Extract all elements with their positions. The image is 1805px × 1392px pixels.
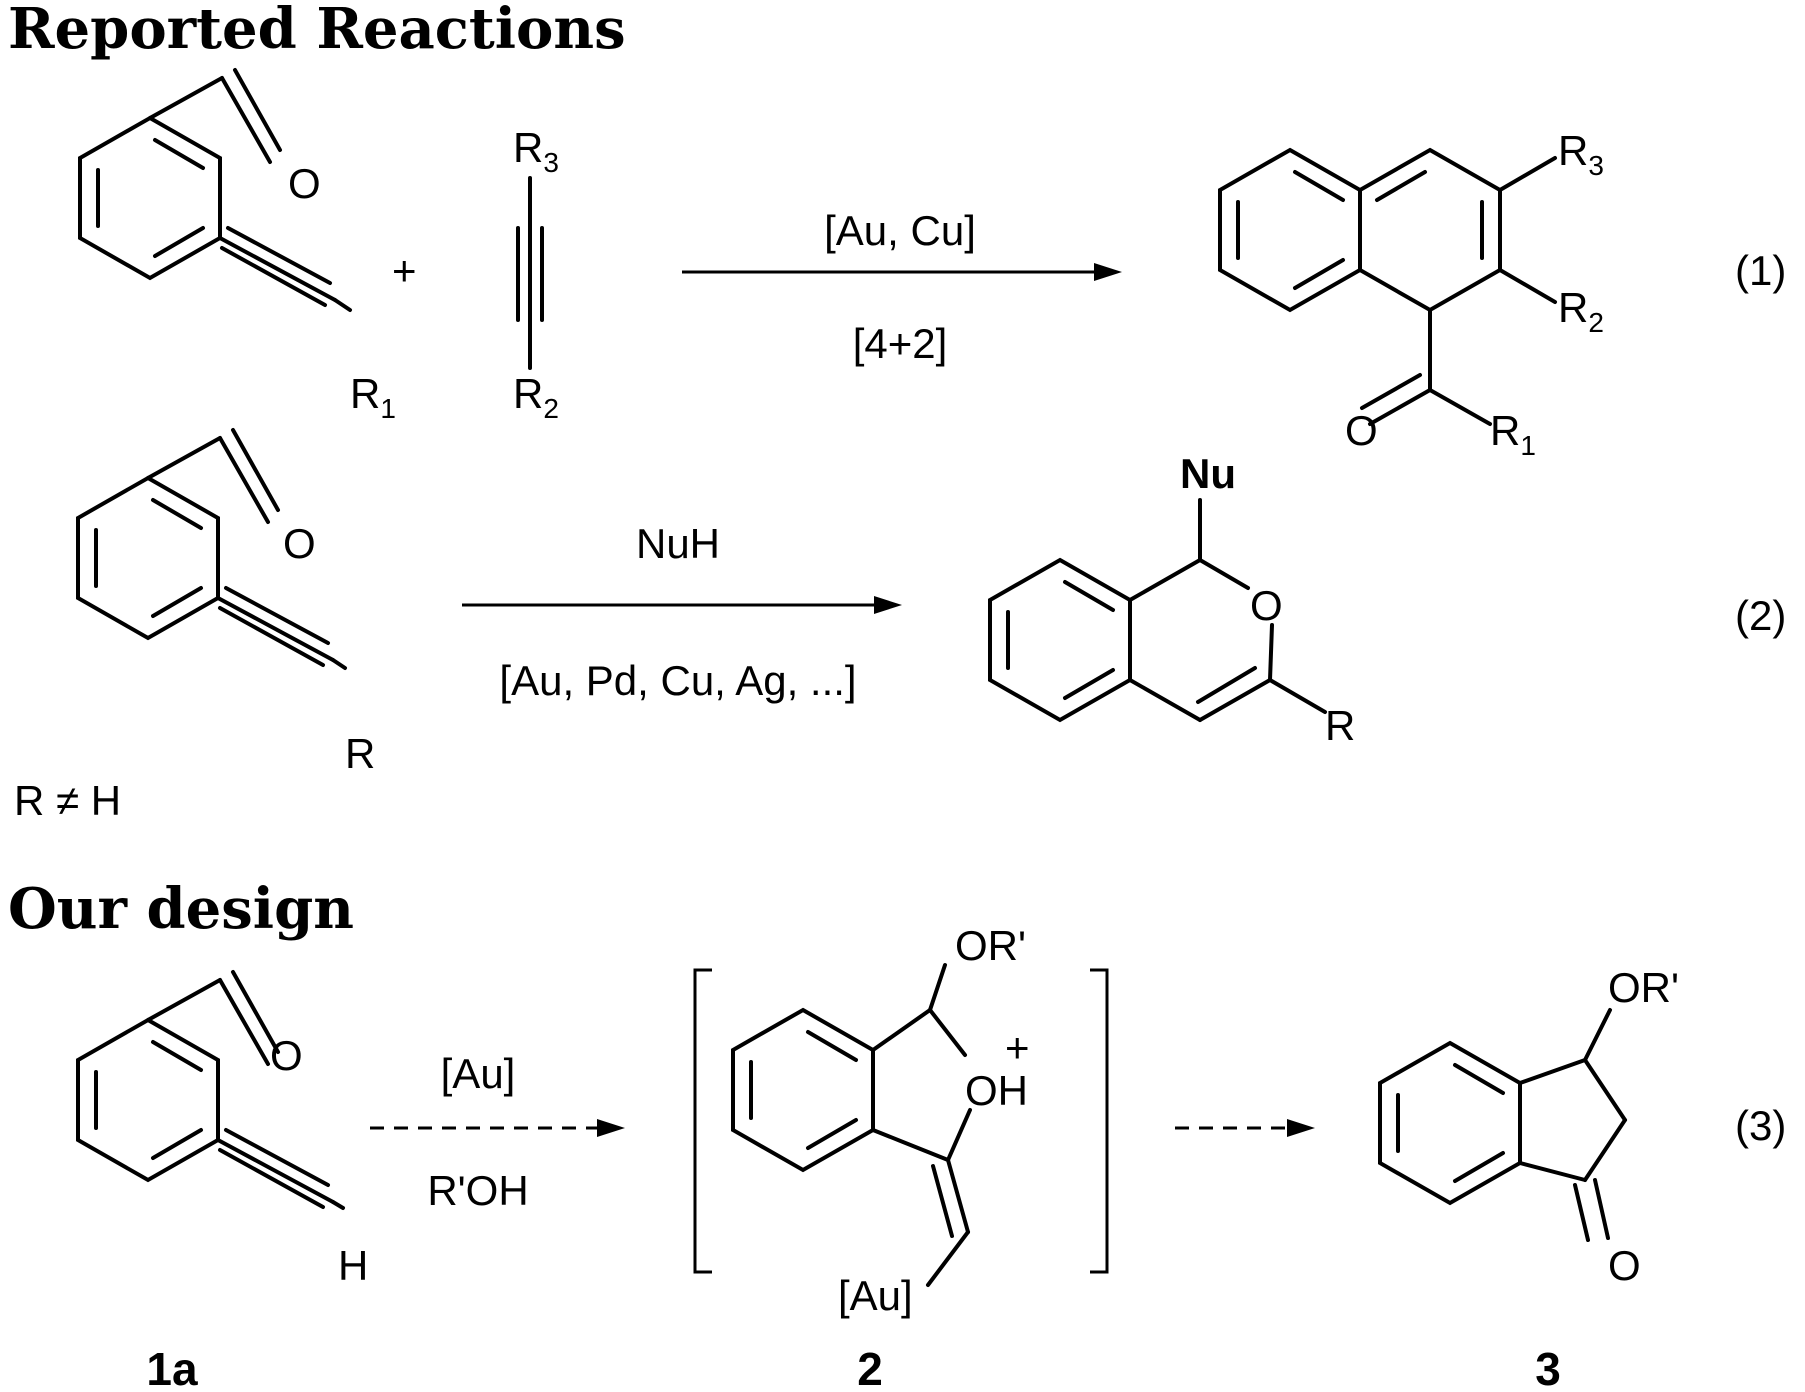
reaction2-aldehyde-oxygen: O (283, 520, 316, 567)
compound-1a-terminal-hydrogen: H (338, 1242, 368, 1289)
product1-ketone-oxygen: O (1345, 407, 1378, 454)
plus-sign: + (392, 247, 417, 294)
intermediate-2-alkoxy: OR' (955, 922, 1026, 969)
product1-r3: R3 (1558, 127, 1604, 181)
reaction3-second-dashed-arrow (1175, 1119, 1315, 1137)
compound-3-label: 3 (1535, 1343, 1561, 1392)
product-3-ketone-oxygen: O (1608, 1242, 1641, 1289)
reaction1-product-naphthalene: R3 R2 O R1 (1218, 127, 1604, 461)
reaction3-alcohol: R'OH (427, 1167, 528, 1214)
our-design-heading: Our design (8, 876, 354, 942)
intermediate-2-structure: OR' + OH [Au] (731, 922, 1030, 1319)
reaction3-catalyst: [Au] (441, 1050, 516, 1097)
intermediate-2-gold: [Au] (838, 1272, 913, 1319)
reported-reactions-heading: Reported Reactions (8, 0, 626, 62)
reaction3-first-dashed-arrow (370, 1119, 625, 1137)
reaction1-arrow (682, 263, 1122, 281)
reaction2-starting-material: O R (76, 428, 375, 777)
product1-r2: R2 (1558, 284, 1604, 338)
compound-2-label: 2 (857, 1343, 883, 1392)
reaction2-arrow (462, 596, 902, 614)
intermediate-2-brackets (693, 968, 1109, 1274)
reaction1-type: [4+2] (853, 320, 948, 367)
oxonium-positive-charge: + (1005, 1024, 1030, 1071)
reaction1-number: (1) (1735, 247, 1786, 294)
isochromene-substituent-r: R (1325, 702, 1355, 749)
reaction1-starting-material: O R1 (78, 68, 396, 424)
product-3-alkoxy: OR' (1608, 964, 1679, 1011)
substituent-r1: R1 (350, 370, 396, 424)
compound-1a-aldehyde-oxygen: O (270, 1032, 303, 1079)
reaction1-catalyst: [Au, Cu] (824, 207, 976, 254)
oxonium-oh: OH (965, 1067, 1028, 1114)
reaction1-alkyne: R3 R2 (513, 124, 559, 424)
reaction3-number: (3) (1735, 1102, 1786, 1149)
compound-1a-structure: O H (76, 970, 368, 1289)
compound-1a-label: 1a (146, 1343, 198, 1392)
substituent-r3: R3 (513, 124, 559, 178)
isochromene-ring-oxygen: O (1250, 582, 1283, 629)
product1-r1: R1 (1490, 407, 1536, 461)
reaction2-substituent-r: R (345, 730, 375, 777)
reaction2-nucleophile: NuH (636, 520, 720, 567)
product-3-indanone: OR' O (1378, 964, 1679, 1289)
reaction2-number: (2) (1735, 592, 1786, 639)
aldehyde-oxygen: O (288, 160, 321, 207)
reaction2-catalysts: [Au, Pd, Cu, Ag, ...] (499, 657, 856, 704)
reaction2-product-isochromene: O Nu R (988, 450, 1355, 749)
nucleophile-nu: Nu (1180, 450, 1236, 497)
substituent-r2: R2 (513, 370, 559, 424)
r-not-hydrogen-note: R ≠ H (14, 777, 121, 824)
